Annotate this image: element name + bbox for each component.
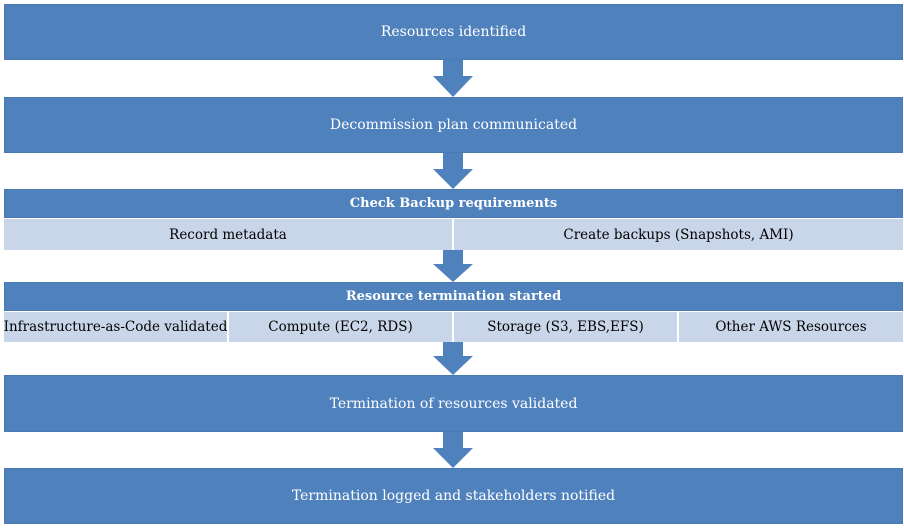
step-label: Resources identified xyxy=(380,24,527,40)
step-termination-logged: Termination logged and stakeholders noti… xyxy=(4,468,903,524)
step-label: Resource termination started xyxy=(345,289,562,304)
step-label: Termination logged and stakeholders noti… xyxy=(291,488,616,504)
down-arrow-icon xyxy=(433,432,473,468)
step-label: Termination of resources validated xyxy=(329,395,578,412)
substep-label: Compute (EC2, RDS) xyxy=(268,319,413,335)
step-check-backup: Check Backup requirements xyxy=(4,189,903,218)
down-arrow-icon xyxy=(433,250,473,282)
termination-substeps: Infrastructure-as-Code validated Compute… xyxy=(4,312,903,342)
step-label: Check Backup requirements xyxy=(349,196,558,211)
substep-label: Infrastructure-as-Code validated xyxy=(3,319,228,335)
substep-iac-validated: Infrastructure-as-Code validated xyxy=(4,312,229,342)
step-decommission-plan: Decommission plan communicated xyxy=(4,97,903,153)
down-arrow-icon xyxy=(433,153,473,189)
substep-label: Create backups (Snapshots, AMI) xyxy=(563,226,794,243)
substep-label: Storage (S3, EBS,EFS) xyxy=(487,319,644,335)
step-label: Decommission plan communicated xyxy=(329,117,578,133)
backup-substeps: Record metadata Create backups (Snapshot… xyxy=(4,219,903,250)
down-arrow-icon xyxy=(433,342,473,375)
substep-create-backups: Create backups (Snapshots, AMI) xyxy=(454,219,903,250)
step-termination-validated: Termination of resources validated xyxy=(4,375,903,432)
substep-record-metadata: Record metadata xyxy=(4,219,454,250)
substep-storage: Storage (S3, EBS,EFS) xyxy=(454,312,679,342)
substep-label: Record metadata xyxy=(169,226,287,243)
substep-label: Other AWS Resources xyxy=(715,319,867,335)
step-resource-termination: Resource termination started xyxy=(4,282,903,311)
substep-other-resources: Other AWS Resources xyxy=(679,312,903,342)
step-resources-identified: Resources identified xyxy=(4,4,903,60)
substep-compute: Compute (EC2, RDS) xyxy=(229,312,454,342)
down-arrow-icon xyxy=(433,60,473,97)
